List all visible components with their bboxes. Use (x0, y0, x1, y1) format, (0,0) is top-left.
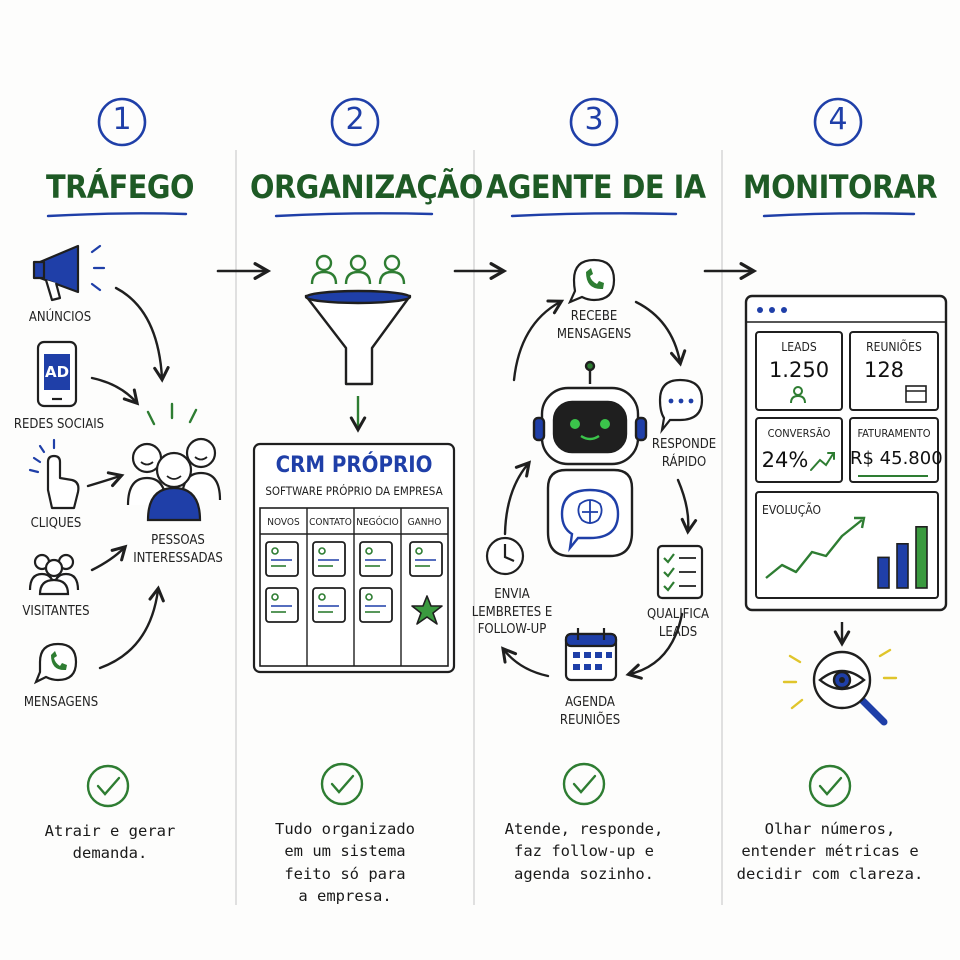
step-4-caption: Olhar números, entender métricas e decid… (736, 820, 924, 883)
chart-title: EVOLUÇÃO (762, 503, 822, 517)
crm-column-novos: NOVOS (267, 517, 300, 528)
funnel-icon (304, 289, 412, 386)
stat-revenue-value: R$ 45.800 (850, 448, 943, 469)
step-1-title: TRÁFEGO (45, 168, 195, 206)
chat-bubble-icon (658, 378, 704, 434)
cycle-respond-label: RESPONDE RÁPIDO (651, 437, 717, 470)
step-4-number: 4 (828, 102, 848, 137)
step-4-title: MONITORAR (742, 168, 938, 206)
crm-column-negocio: NEGÓCIO (356, 517, 399, 528)
star-icon (411, 595, 443, 625)
step-1-number: 1 (112, 102, 132, 137)
cycle-followup-label: ENVIA LEMBRETES E FOLLOW-UP (471, 587, 553, 638)
agent-cycle-arrows (501, 299, 698, 680)
step-2-number: 2 (345, 102, 365, 137)
checklist-icon (656, 544, 704, 600)
step-2-caption: Tudo organizado em um sistema feito só p… (275, 820, 415, 906)
growth-line (765, 519, 863, 579)
agent-whatsapp-icon (567, 258, 616, 305)
megaphone-icon (32, 244, 106, 302)
crm-title: CRM PRÓPRIO (275, 453, 433, 478)
pointer-hand-icon (28, 438, 80, 510)
ad-badge: AD (44, 363, 70, 381)
stat-meetings-value: 128 (863, 358, 905, 382)
cycle-qualify-label: QUALIFICA LEADS (646, 607, 710, 640)
magnifier-eye-icon (782, 648, 898, 726)
mini-calendar-icon (905, 385, 927, 403)
stat-conversion-label: CONVERSÃO (767, 427, 831, 440)
step-3-number: 3 (584, 102, 604, 137)
source-ads-label: ANÚNCIOS (28, 310, 92, 325)
title-underlines (46, 212, 916, 218)
crm-card-details (271, 547, 436, 613)
step-1-caption: Atrair e gerar demanda. (44, 822, 176, 863)
dashboard-bar-1 (877, 556, 890, 589)
stat-leads-value: 1.250 (768, 358, 830, 382)
cycle-receive-label: RECEBE MENSAGENS (556, 309, 632, 342)
dashboard-stat-boxes (755, 331, 939, 599)
calendar-icon (564, 628, 618, 682)
source-messages-label: MENSAGENS (23, 695, 99, 710)
stat-leads-label: LEADS (781, 340, 817, 354)
robot-icon (532, 360, 648, 558)
step-3-title: AGENTE DE IA (486, 168, 706, 206)
dashboard-bar-chart (877, 525, 928, 589)
phone-icon (36, 340, 78, 408)
step-3-caption: Atende, responde, faz follow-up e agenda… (504, 820, 664, 883)
growth-line-head (854, 516, 866, 529)
crm-subtitle: SOFTWARE PRÓPRIO DA EMPRESA (265, 484, 443, 498)
traffic-arrows (86, 286, 170, 670)
step-2-title: ORGANIZAÇÃO (250, 168, 483, 206)
stat-conversion-value: 24% (761, 448, 809, 472)
stat-meetings-label: REUNIÕES (866, 340, 922, 354)
check-icons (86, 762, 852, 808)
crm-column-contato: CONTATO (309, 517, 352, 528)
whatsapp-icon (33, 642, 78, 685)
dashboard-bar-3 (915, 525, 928, 589)
source-social-label: REDES SOCIAIS (13, 417, 105, 432)
visitors-icon (28, 553, 80, 596)
step-number-circles (97, 97, 863, 147)
clock-icon (485, 536, 525, 576)
interested-people-label: PESSOAS INTERESSADAS (133, 533, 223, 566)
crm-board (252, 442, 456, 674)
crm-cards (265, 541, 443, 623)
crm-column-ganho: GANHO (407, 517, 442, 528)
stat-revenue-label: FATURAMENTO (857, 427, 931, 440)
dashboard-bar-2 (896, 542, 909, 589)
column-separators (235, 150, 723, 905)
leads-people-icon (310, 254, 406, 285)
source-clicks-label: CLIQUES (30, 516, 82, 531)
interested-people-icon (126, 402, 222, 522)
person-icon (790, 386, 806, 404)
trend-up-icon (810, 452, 835, 471)
source-visitors-label: VISITANTES (22, 604, 90, 619)
cycle-schedule-label: AGENDA REUNIÕES (559, 695, 621, 728)
